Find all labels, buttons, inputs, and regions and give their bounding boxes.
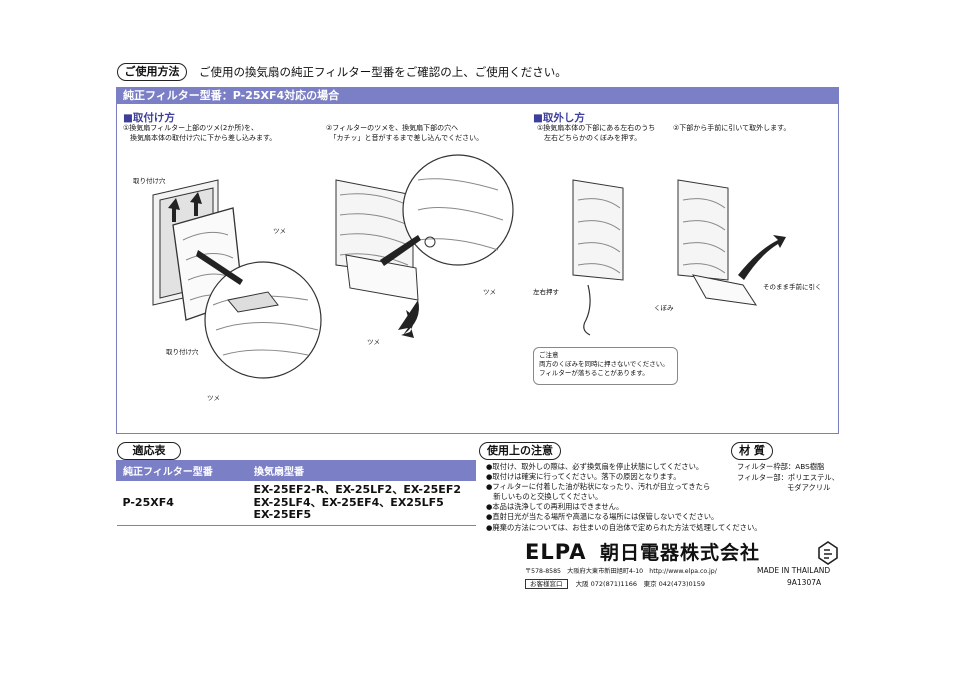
attach-step2: ②フィルターのツメを、換気扇下部の穴へ 「カチッ」と音がするまで差し込んでくださ… xyxy=(326,124,483,143)
list-item: ●廃棄の方法については、お住まいの自治体で定められた方法で処理してください。 xyxy=(486,522,762,532)
list-item: ●フィルターに付着した油が粘状になったり、汚れが目立ってきたら xyxy=(486,482,711,492)
attach-heading: ■取付け方 xyxy=(123,112,175,124)
product-code: 9A1307A xyxy=(787,578,822,587)
note-title: ご注意 xyxy=(539,351,559,359)
contact-phones: 大阪 072(871)1166 東京 042(473)0159 xyxy=(575,580,706,588)
elpa-logo: ELPA xyxy=(525,540,587,564)
usage-pill: ご使用方法 xyxy=(117,63,187,81)
attach-step1-line2: 換気扇本体の取付け穴に下から差し込みます。 xyxy=(123,133,277,142)
remove-step1: ①換気扇本体の下部にある左右のうち 左右どちらかのくぼみを押す。 xyxy=(537,124,655,143)
material-line3: モダアクリル xyxy=(787,483,831,492)
caution-note: ご注意 両方のくぼみを同時に押さないでください。 フィルターが落ちることがありま… xyxy=(533,347,678,385)
list-item: ●直射日光が当たる場所や高温になる場所には保管しないでください。 xyxy=(486,512,719,522)
fan-models-line2: EX-25LF4、EX-25EF4、EX25LF5 xyxy=(253,495,444,509)
label-tab-4: ツメ xyxy=(367,338,380,346)
compat-header-filter: 純正フィルター型番 xyxy=(116,460,248,481)
material-line1: フィルター枠部：ABS樹脂 xyxy=(737,462,825,471)
material-pill: 材 質 xyxy=(731,442,773,460)
material-text: フィルター枠部：ABS樹脂 フィルター部：ポリエステル、 モダアクリル xyxy=(737,462,839,494)
remove-heading: ■取外し方 xyxy=(533,112,585,124)
filter-model: P-25XF4 xyxy=(116,480,248,526)
label-dent: くぼみ xyxy=(654,304,674,312)
cautions-list: ●取付け、取外しの際は、必ず換気扇を停止状態にしてください。 ●取付けは確実に行… xyxy=(486,462,762,533)
installation-illustration xyxy=(152,154,786,379)
recycle-icon xyxy=(818,541,838,565)
note-line2: フィルターが落ちることがあります。 xyxy=(539,369,649,377)
label-tab-2: ツメ xyxy=(207,394,220,402)
compat-header-fan: 換気扇型番 xyxy=(247,460,476,481)
attach-step1: ①換気扇フィルター上部のツメ(2か所)を、 換気扇本体の取付け穴に下から差し込み… xyxy=(123,124,276,143)
list-item: ●本品は洗浄しての再利用はできません。 xyxy=(486,502,624,512)
label-tab-3: ツメ xyxy=(483,288,496,296)
compat-table: 純正フィルター型番 換気扇型番 P-25XF4 EX-25EF2-R、EX-25… xyxy=(116,460,476,526)
fan-models: EX-25EF2-R、EX-25LF2、EX-25EF2 EX-25LF4、EX… xyxy=(247,480,476,526)
remove-step2: ②下部から手前に引いて取外します。 xyxy=(673,124,791,132)
remove-step1-line2: 左右どちらかのくぼみを押す。 xyxy=(537,133,642,142)
address: 〒578-8585 大阪府大東市新田旭町4-10 http://www.elpa… xyxy=(525,568,717,575)
list-item: ●取付け、取外しの際は、必ず換気扇を停止状態にしてください。 xyxy=(486,462,704,471)
table-row: P-25XF4 EX-25EF2-R、EX-25LF2、EX-25EF2 EX-… xyxy=(116,480,476,526)
label-press: 左右押す xyxy=(533,288,559,296)
intro-text: ご使用の換気扇の純正フィルター型番をご確認の上、ご使用ください。 xyxy=(199,65,567,79)
company-name: 朝日電器株式会社 xyxy=(600,542,761,564)
panel-title: 純正フィルター型番：P-25XF4対応の場合 xyxy=(116,87,839,104)
label-pull: そのまま手前に引く xyxy=(763,283,822,291)
remove-step1-line1: ①換気扇本体の下部にある左右のうち xyxy=(537,124,656,132)
note-line1: 両方のくぼみを同時に押さないでください。 xyxy=(539,360,669,368)
fan-models-line1: EX-25EF2-R、EX-25LF2、EX-25EF2 xyxy=(253,483,462,496)
material-line2: フィルター部：ポリエステル、 xyxy=(737,472,840,482)
attach-step2-line2: 「カチッ」と音がするまで差し込んでください。 xyxy=(326,133,484,142)
label-tab-1: ツメ xyxy=(273,227,286,235)
attach-step2-line1: ②フィルターのツメを、換気扇下部の穴へ xyxy=(326,124,459,132)
list-item: ●取付けは確実に行ってください。落下の原因となります。 xyxy=(486,472,681,482)
attach-step1-line1: ①換気扇フィルター上部のツメ(2か所)を、 xyxy=(123,124,259,132)
compat-pill: 適応表 xyxy=(117,442,181,460)
contact-box: お客様窓口 xyxy=(525,579,568,589)
list-item: 新しいものと交換してください。 xyxy=(486,492,603,502)
contact-line: お客様窓口 大阪 072(871)1166 東京 042(473)0159 xyxy=(525,578,706,589)
label-hole-bottom: 取り付け穴 xyxy=(166,348,199,356)
fan-models-line3: EX-25EF5 xyxy=(253,508,312,521)
made-in: MADE IN THAILAND xyxy=(757,566,831,575)
label-hole-top: 取り付け穴 xyxy=(133,177,166,185)
cautions-pill: 使用上の注意 xyxy=(479,442,561,460)
